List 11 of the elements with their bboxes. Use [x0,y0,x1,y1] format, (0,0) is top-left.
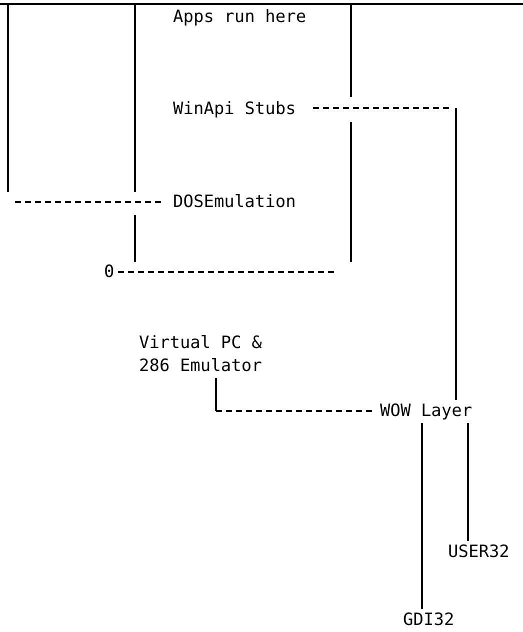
component-label: WinApi Stubs [173,98,297,121]
component-label: DOSEmulation [173,191,297,214]
dashed-connector [313,107,457,400]
component-label: WOW Layer [380,400,474,423]
component-label: USER32 [448,541,510,564]
component-label: Virtual PC & 286 Emulator [139,332,263,378]
component-label: Apps run here [173,6,308,29]
connector-line [467,423,469,541]
component-label: 0 [104,261,116,284]
component-label: GDI32 [403,609,456,632]
connector-line [421,423,423,609]
